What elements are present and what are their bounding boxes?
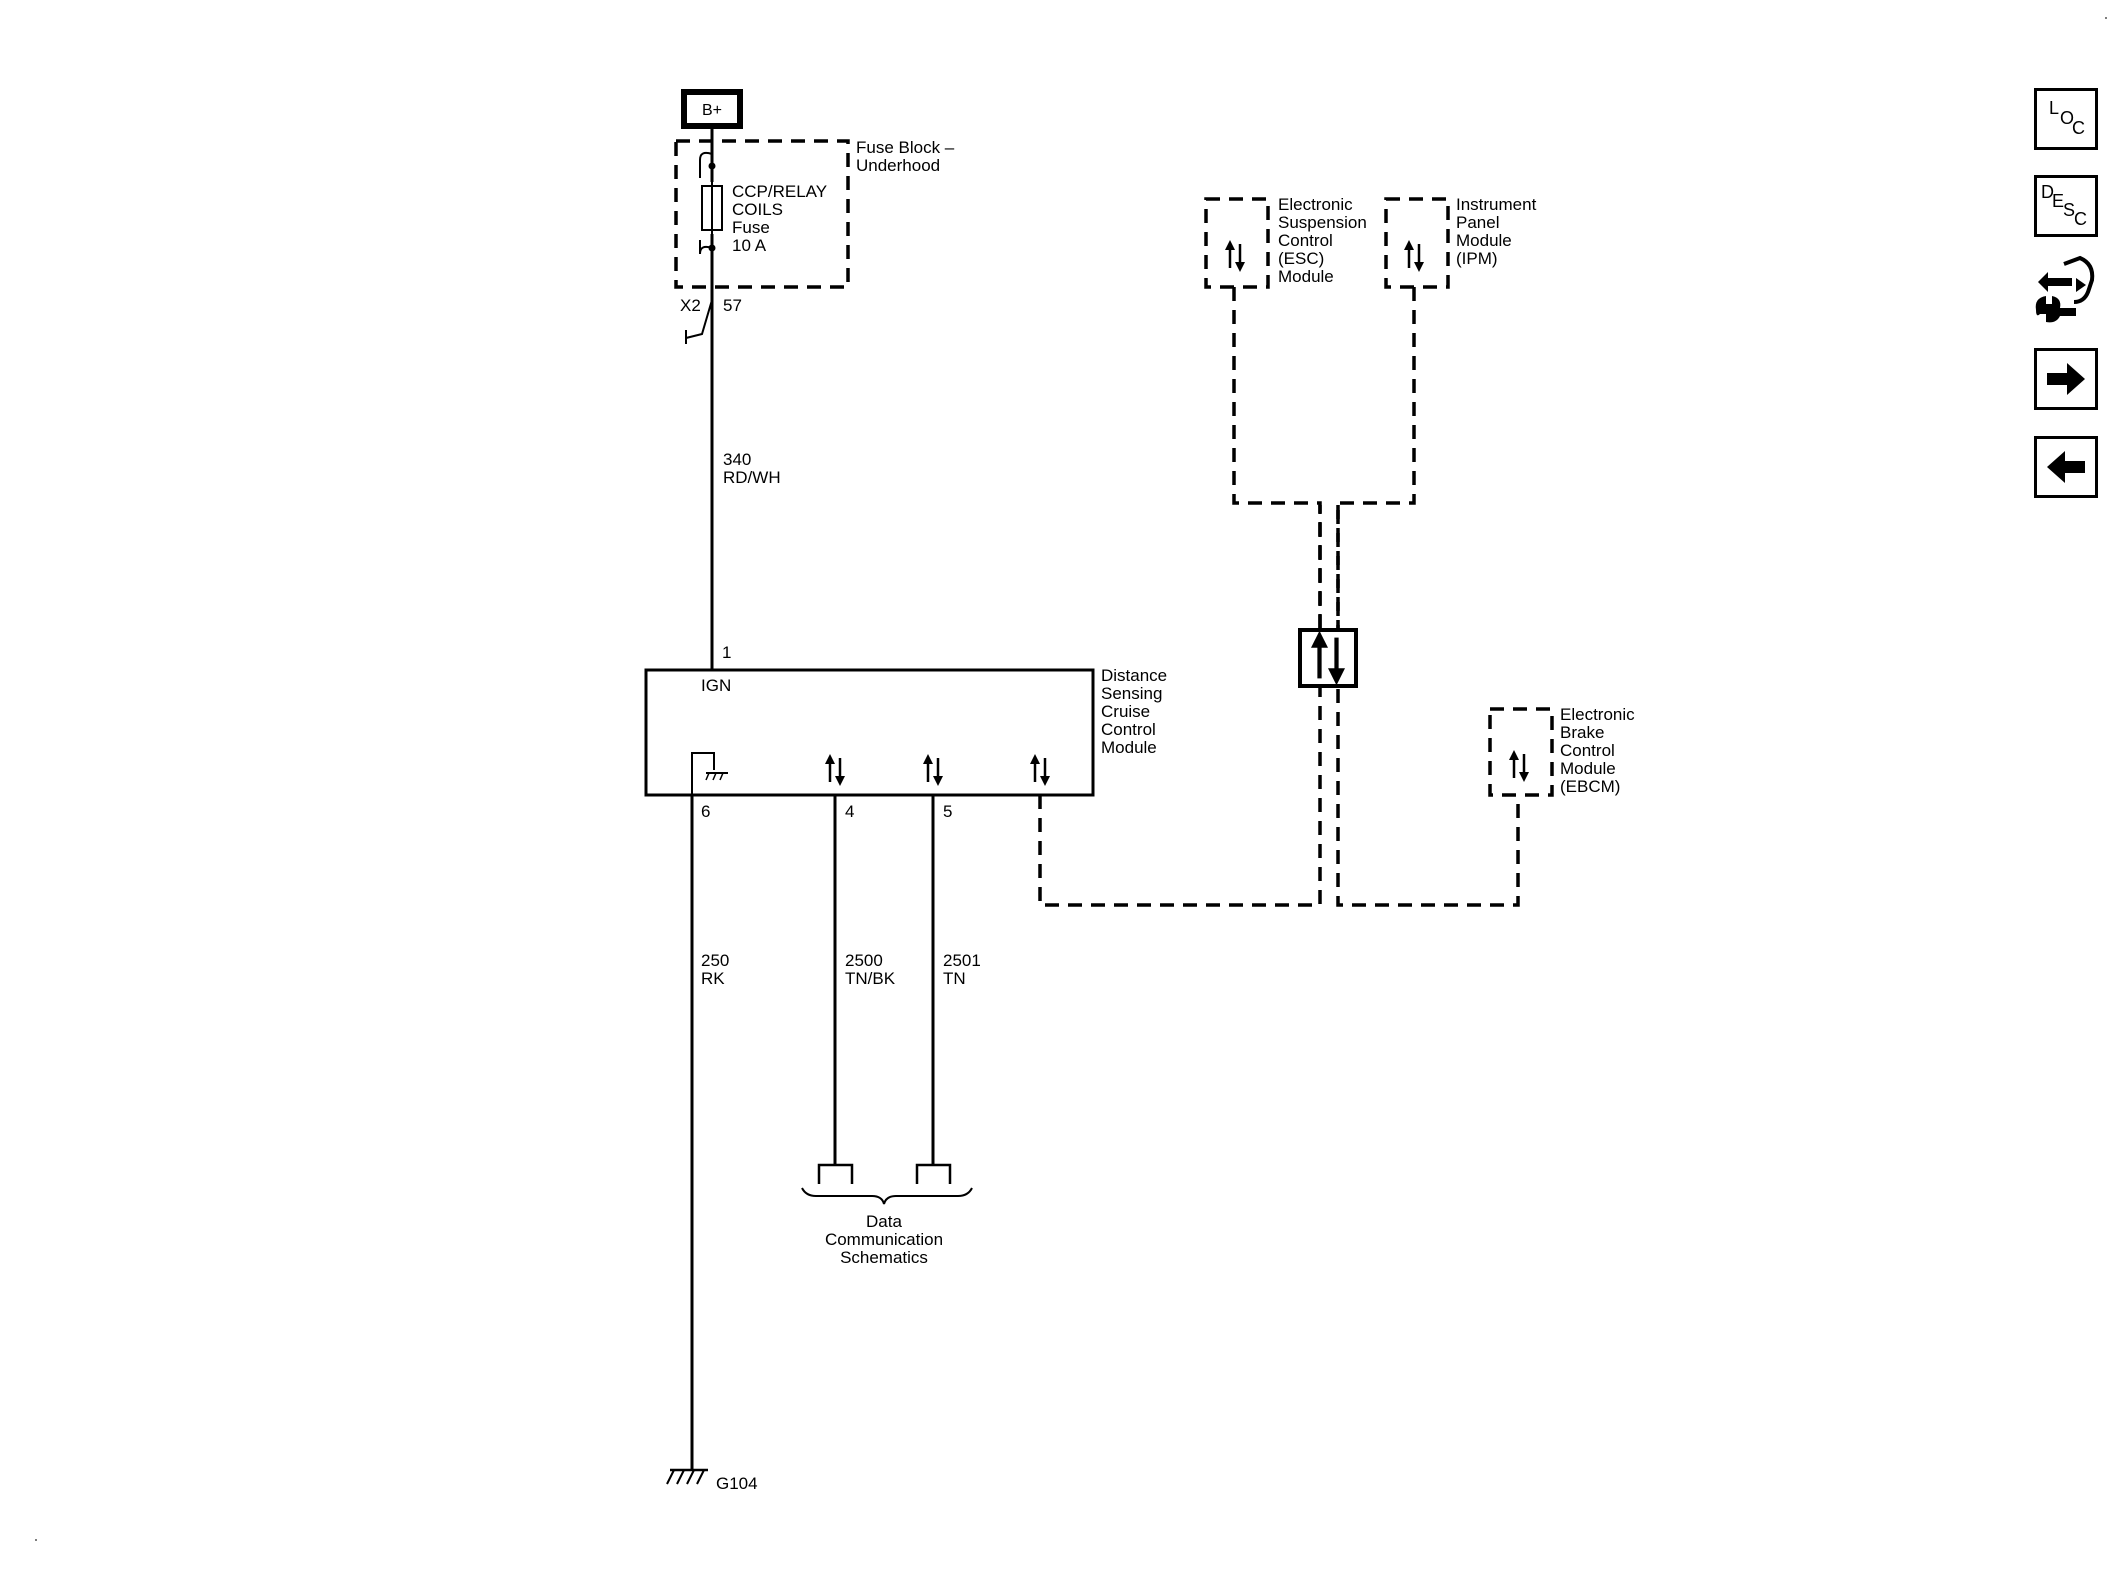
ground-icon (666, 1468, 708, 1485)
fuse-block-title-1: Fuse Block – (856, 138, 955, 157)
desc-button[interactable]: D E S C (2034, 175, 2098, 237)
esc-title-2: Suspension (1278, 213, 1367, 232)
esc-module: Electronic Suspension Control (ESC) Modu… (1204, 195, 1367, 289)
dscc-pin-1: 1 (722, 643, 731, 662)
dscc-pin-6: 6 (701, 802, 710, 821)
ipm-title-2: Panel (1456, 213, 1499, 232)
dscc-pin-5: 5 (943, 802, 952, 821)
ebcm-title-5: (EBCM) (1560, 777, 1620, 796)
wire-250: 250 RK G104 (666, 795, 758, 1493)
connector-wrench-icon (2035, 255, 2095, 323)
esc-title-1: Electronic (1278, 195, 1353, 214)
data-arrows-icon-pin5 (921, 752, 945, 788)
esc-title-4: (ESC) (1278, 249, 1324, 268)
arrow-left-icon (2047, 451, 2085, 483)
dscc-ign-label: IGN (701, 676, 731, 695)
battery-label: B+ (702, 102, 722, 119)
ipm-module: Instrument Panel Module (IPM) (1384, 195, 1537, 289)
wire-340: 340 RD/WH (710, 300, 781, 670)
dscc-title-2: Sensing (1101, 684, 1162, 703)
wire-2500-circuit: 2500 (845, 951, 883, 970)
desc-icon: D E S C (2041, 182, 2087, 229)
data-arrows-icon-serial (1028, 752, 1052, 788)
back-button[interactable] (2034, 436, 2098, 498)
loc-icon: L O C (2049, 98, 2085, 138)
wire-250-color: RK (701, 969, 725, 988)
fuse-block: Fuse Block – Underhood CCP/RELAY COILS F… (674, 126, 955, 344)
dscc-module: 1 IGN Distance Sensing Cruise Control Mo… (644, 643, 1167, 821)
fuse-label-2: COILS (732, 200, 783, 219)
dscc-title-5: Module (1101, 738, 1157, 757)
dscc-pin-4: 4 (845, 802, 854, 821)
connector-wrench-button[interactable] (2030, 252, 2100, 332)
data-arrows-icon-pin4 (823, 752, 847, 788)
data-comm-label-3: Schematics (840, 1248, 928, 1267)
module-ground-icon (691, 752, 728, 795)
data-comm-label-1: Data (866, 1212, 902, 1231)
splice-pack (1298, 628, 1358, 688)
wire-2500-color: TN/BK (845, 969, 896, 988)
esc-title-3: Control (1278, 231, 1333, 250)
data-comm-reference: Data Communication Schematics (801, 1187, 973, 1267)
connector-pin: 57 (723, 296, 742, 315)
ipm-title-3: Module (1456, 231, 1512, 250)
serial-data-network (1038, 287, 1520, 907)
ebcm-title-2: Brake (1560, 723, 1604, 742)
ground-label: G104 (716, 1474, 758, 1493)
fuse-label-3: Fuse (732, 218, 770, 237)
wire-340-color: RD/WH (723, 468, 781, 487)
dscc-title-4: Control (1101, 720, 1156, 739)
ipm-title-4: (IPM) (1456, 249, 1498, 268)
ipm-title-1: Instrument (1456, 195, 1537, 214)
battery-source: B+ (681, 89, 743, 129)
ebcm-title-4: Module (1560, 759, 1616, 778)
esc-title-5: Module (1278, 267, 1334, 286)
data-comm-label-2: Communication (825, 1230, 943, 1249)
wire-2501-circuit: 2501 (943, 951, 981, 970)
fuse-label-4: 10 A (732, 236, 767, 255)
connector-label: X2 (680, 296, 701, 315)
wire-2500: 2500 TN/BK (817, 795, 896, 1184)
ebcm-title-1: Electronic (1560, 705, 1635, 724)
ebcm-module: Electronic Brake Control Module (EBCM) (1488, 705, 1635, 797)
fuse-block-title-2: Underhood (856, 156, 940, 175)
wire-2501-color: TN (943, 969, 966, 988)
wire-340-circuit: 340 (723, 450, 751, 469)
wire-2501: 2501 TN (915, 795, 981, 1184)
fuse-label-1: CCP/RELAY (732, 182, 827, 201)
dscc-title-1: Distance (1101, 666, 1167, 685)
dscc-title-3: Cruise (1101, 702, 1150, 721)
ebcm-title-3: Control (1560, 741, 1615, 760)
loc-button[interactable]: L O C (2034, 88, 2098, 150)
next-button[interactable] (2034, 348, 2098, 410)
arrow-right-icon (2047, 363, 2085, 395)
wire-250-circuit: 250 (701, 951, 729, 970)
